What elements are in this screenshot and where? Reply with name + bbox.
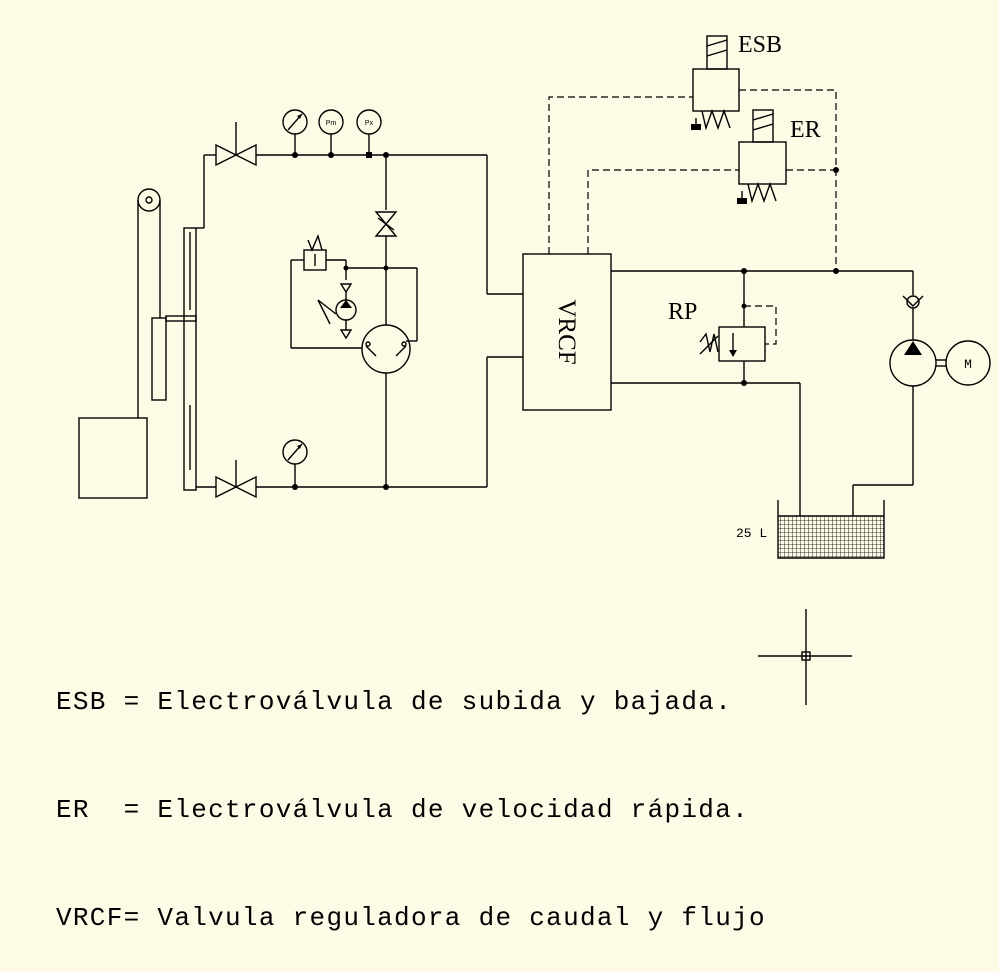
- esb-valve[interactable]: ESB: [691, 32, 782, 131]
- counterweight: [151, 317, 167, 401]
- er-label: ER: [790, 117, 821, 143]
- motor-icon: [945, 340, 991, 386]
- spring-icon: [701, 108, 731, 131]
- elevator-assembly: [78, 155, 216, 499]
- bottom-line: [215, 356, 523, 499]
- rp-label: RP: [668, 299, 697, 325]
- tank-label: 25 L: [736, 526, 767, 541]
- tank: 25 L: [736, 500, 885, 559]
- hand-pump-lever[interactable]: [317, 299, 337, 315]
- legend: ESB = Electroválvula de subida y bajada.…: [56, 612, 766, 972]
- top-line: Pm Px: [204, 109, 523, 295]
- pulley-icon: [137, 188, 161, 212]
- vrcf-block: VRCF: [522, 253, 913, 530]
- legend-esb: ESB = Electroválvula de subida y bajada.: [56, 687, 733, 717]
- cab-box: [78, 417, 148, 499]
- gauge-pm-label: Pm: [326, 120, 337, 127]
- gauge-px-label: Px: [365, 120, 374, 127]
- pump-motor: M: [852, 271, 991, 550]
- bottom-gauge-icon: [282, 439, 308, 465]
- solenoid-icon: [752, 109, 774, 143]
- spring-icon: [747, 181, 777, 204]
- esb-label: ESB: [738, 32, 782, 58]
- legend-er: ER = Electroválvula de velocidad rápida.: [56, 795, 750, 825]
- cylinder: [183, 227, 197, 491]
- vrcf-label: VRCF: [553, 299, 580, 364]
- crosshair-cursor-icon: [758, 609, 852, 705]
- cab-arm: [165, 315, 197, 322]
- hydraulic-diagram: Pm Px: [56, 32, 991, 933]
- pressure-gauge-icon: [282, 109, 308, 135]
- hand-pump-circuit: [290, 155, 418, 487]
- schematic-svg: Pm Px: [78, 32, 991, 705]
- spring-icon: [699, 332, 719, 353]
- motor-label: M: [964, 357, 972, 372]
- legend-vrcf: VRCF= Valvula reguladora de caudal y flu…: [56, 903, 766, 933]
- vrcf-valve[interactable]: [522, 253, 612, 411]
- solenoid-icon: [706, 35, 728, 70]
- gauge-pm-icon: [318, 109, 344, 135]
- gauge-px-icon: [356, 109, 382, 135]
- er-valve[interactable]: ER: [737, 109, 821, 204]
- pilot-lines: [548, 89, 839, 271]
- rp-valve[interactable]: RP: [668, 271, 777, 383]
